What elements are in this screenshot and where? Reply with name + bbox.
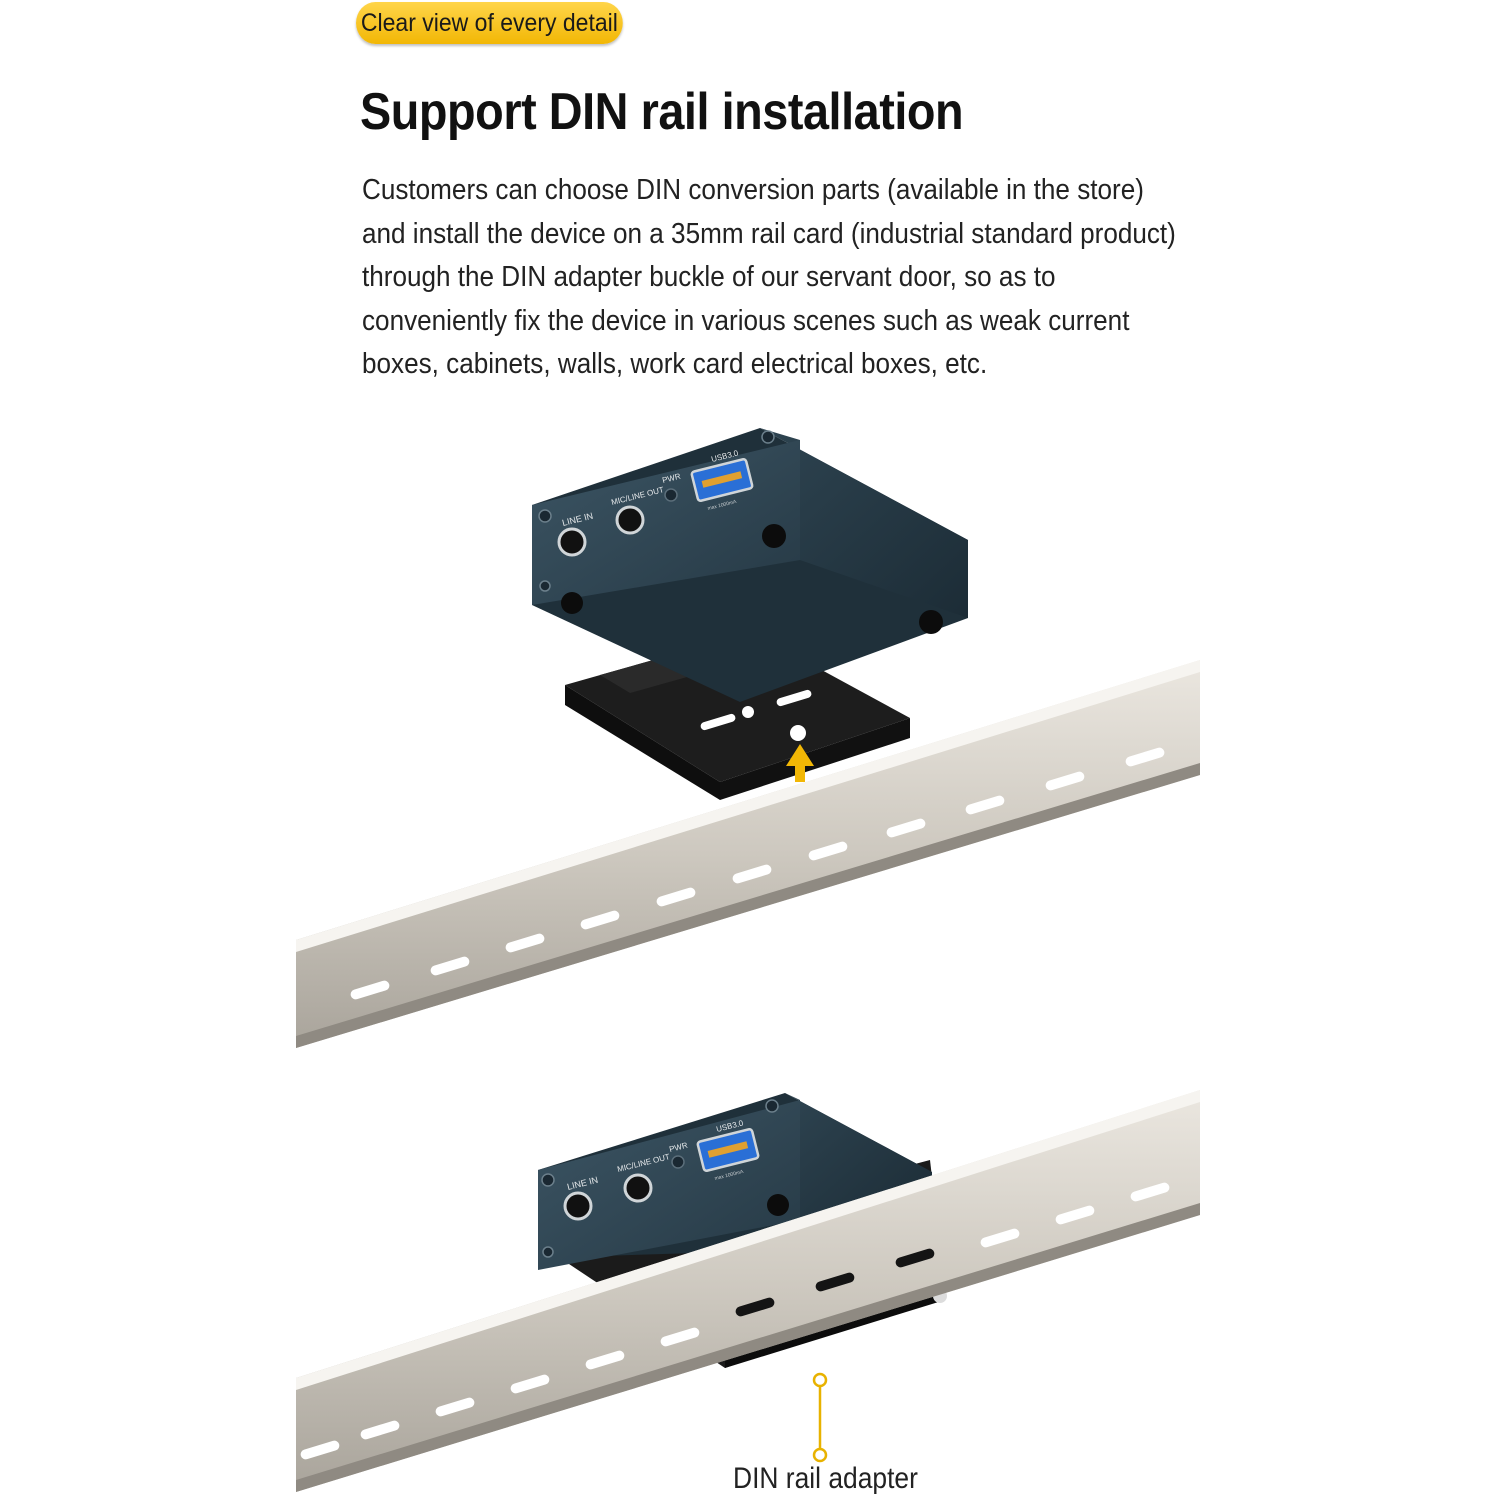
description: Customers can choose DIN conversion part…: [362, 172, 1262, 390]
indicator-label: PWR: [661, 472, 682, 485]
din-rail-top: [296, 660, 1200, 1048]
callout-label: DIN rail adapter: [733, 1462, 918, 1495]
device-top: LINE IN MIC/LINE OUT PWR USB3.0 max 1000…: [532, 428, 968, 702]
description-line: and install the device on a 35mm rail ca…: [362, 217, 1176, 250]
page-title: Support DIN rail installation: [360, 83, 964, 141]
feature-badge: Clear view of every detail: [356, 2, 623, 44]
indicator-label: PWR: [668, 1141, 689, 1154]
description-line: Customers can choose DIN conversion part…: [362, 174, 1144, 206]
description-line: conveniently fix the device in various s…: [362, 304, 1130, 337]
din-rail-bottom: [296, 1090, 1200, 1492]
callout-connector: [812, 1372, 828, 1463]
description-line: through the DIN adapter buckle of our se…: [362, 261, 1056, 294]
description-line: boxes, cabinets, walls, work card electr…: [362, 348, 988, 381]
